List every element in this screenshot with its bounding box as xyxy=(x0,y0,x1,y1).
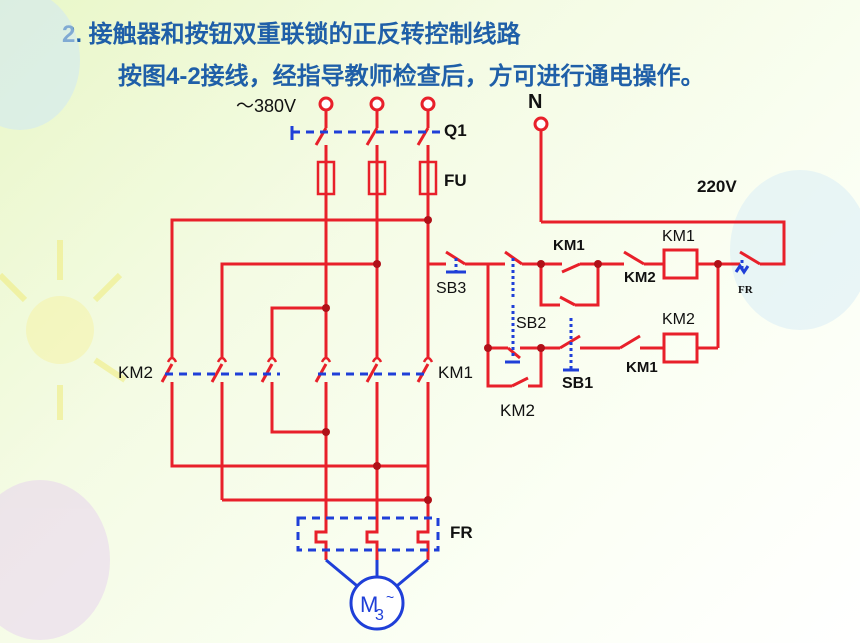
km2-hold-label: KM2 xyxy=(500,401,535,420)
control-voltage-label: 220V xyxy=(697,177,737,196)
page-subtitle: 按图4-2接线，经指导教师检查后，方可进行通电操作。 xyxy=(118,63,705,90)
supply-label: ～380V xyxy=(236,96,296,116)
neutral-label: N xyxy=(528,91,542,113)
sb1-label: SB1 xyxy=(562,375,593,392)
sb2-label: SB2 xyxy=(516,315,546,332)
junction-dots xyxy=(322,216,722,504)
motor-phase: 3 xyxy=(375,607,384,624)
fr-control-label: FR xyxy=(738,284,754,296)
sb3-label: SB3 xyxy=(436,280,466,297)
km1-aux-label: KM1 xyxy=(626,359,658,376)
terminals xyxy=(318,96,549,132)
motor-ac-mark: ~ xyxy=(386,589,394,605)
km2-aux-label: KM2 xyxy=(624,269,656,286)
mechanical-links xyxy=(165,126,750,552)
km2-coil-label: KM2 xyxy=(662,311,695,328)
km1-coil-label: KM1 xyxy=(662,228,695,245)
km1-main-label: KM1 xyxy=(438,363,473,382)
power-circuit xyxy=(160,110,786,560)
contact-hooks xyxy=(166,356,434,363)
page-title: 2. 接触器和按钮双重联锁的正反转控制线路 xyxy=(62,21,521,48)
motor-symbol xyxy=(349,575,405,631)
breaker-label: Q1 xyxy=(444,121,467,140)
km2-main-label: KM2 xyxy=(118,363,153,382)
fr-main-label: FR xyxy=(450,523,473,542)
fuse-label: FU xyxy=(444,171,467,190)
diagram-labels: ～380V N Q1 FU 220V KM2 KM1 FR FR SB3 SB2… xyxy=(118,91,754,542)
km2-coil xyxy=(662,332,699,364)
motor-label: M xyxy=(360,592,378,617)
km1-coil xyxy=(662,248,699,280)
km1-interlock-label: KM1 xyxy=(553,237,585,254)
